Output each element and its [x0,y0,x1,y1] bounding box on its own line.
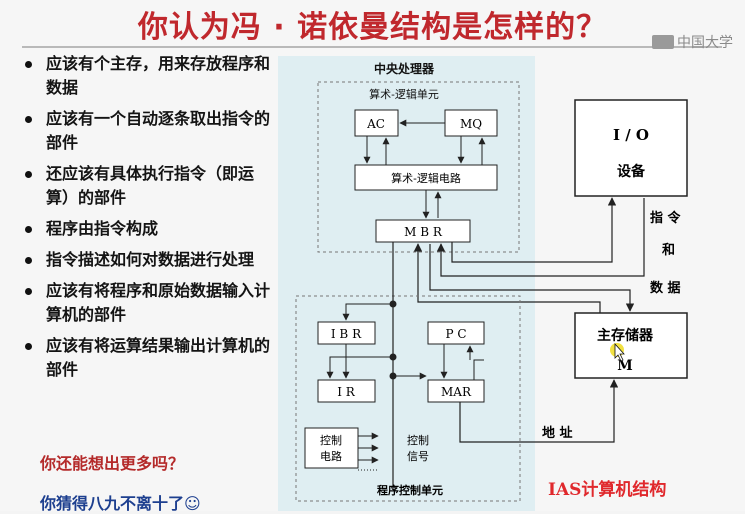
bullet-dot-icon [25,343,32,350]
bullet-dot-icon [25,257,32,264]
bullet-text: 指令描述如何对数据进行处理 [46,250,255,269]
mq-box [444,109,498,137]
ac-label: AC [366,117,385,131]
io-sub-label: 设备 [617,163,646,180]
mar-to-pc-line [473,359,484,380]
control-signal-sub-label: 信号 [407,450,429,463]
ir-box [317,379,376,403]
guess-text: 你猜得八九不离十了☺ [40,494,201,513]
bullet-dot-icon [25,116,32,123]
mq-label: MQ [460,117,482,131]
control-circuit-sub-label: 电路 [320,450,342,463]
instr-data-label-1: 指 令 [650,210,682,226]
bullet-item: 指令描述如何对数据进行处理 [16,248,276,272]
alu-unit-box [317,81,520,253]
control-circuit-label: 控制 [320,433,342,447]
bullet-list: 应该有个主存，用来存放程序和数据 应该有一个自动逐条取出指令的部件 还应该有具体… [16,52,276,389]
logo: 中国大学 [652,33,733,51]
pc-label: P C [445,327,466,341]
bullet-dot-icon [25,61,32,68]
memory-sub-label: M [617,358,633,374]
bullet-dot-icon [25,171,32,178]
ibr-label: I B R [331,327,362,341]
ias-architecture-label: IAS计算机结构 [548,479,666,500]
bullet-item: 应该有个主存，用来存放程序和数据 [16,52,276,100]
ac-box [354,109,399,137]
io-to-mbr-arrow [436,198,645,277]
mbr-label: M B R [404,225,443,239]
bullet-text: 还应该有具体执行指令（即运算）的部件 [46,164,255,207]
program-control-unit-label: 程序控制单元 [377,483,443,497]
bullet-text: 应该有个主存，用来存放程序和数据 [46,54,271,97]
ir-label: I R [337,385,356,399]
alu-circuit-label: 算术-逻辑电路 [391,171,461,185]
bullet-item: 应该有将程序和原始数据输入计算机的部件 [16,279,276,327]
io-label: I / O [613,126,649,144]
bullet-text: 应该有一个自动逐条取出指令的部件 [46,109,271,152]
memory-box [574,312,688,379]
bullet-item: 还应该有具体执行指令（即运算）的部件 [16,162,276,210]
program-control-unit-box [295,295,521,502]
bullet-item: 应该有将运算结果输出计算机的部件 [16,334,276,382]
bullet-dot-icon [25,226,32,233]
bus-to-ir-arrow [326,356,393,379]
bullet-text: 应该有将程序和原始数据输入计算机的部件 [46,281,271,324]
control-signal-label: 控制 [407,433,429,447]
instr-data-label-2: 和 [662,242,675,258]
cpu-label: 中央处理器 [374,61,435,76]
mar-label: MAR [441,385,472,399]
question-text: 你还能想出更多吗？ [40,454,185,473]
memory-to-mbr-arrow [413,243,601,313]
bus-to-ibr-arrow [342,303,393,321]
logo-icon [652,35,674,49]
bullet-item: 应该有一个自动逐条取出指令的部件 [16,107,276,155]
alu-circuit-box [354,164,498,191]
slide-title: 你认为冯 · 诺依曼结构是怎样的？ [137,10,608,45]
instr-data-label-3: 数 据 [650,280,681,296]
bullet-text: 应该有将运算结果输出计算机的部件 [46,336,271,379]
mar-box [427,379,485,403]
mbr-box [375,219,471,243]
title-divider [22,46,722,48]
memory-label: 主存储器 [597,327,654,344]
bullet-text: 程序由指令构成 [46,219,159,238]
mbr-to-io-arrow [451,197,617,263]
pc-box [427,321,485,345]
cursor-icon [614,342,625,362]
address-label: 地 址 [542,425,573,441]
alu-unit-label: 算术-逻辑单元 [369,87,439,101]
mar-to-memory-address-arrow [459,379,619,443]
mbr-to-memory-arrow [429,244,635,312]
bullet-dot-icon [25,288,32,295]
io-box [574,99,688,197]
logo-text: 中国大学 [677,35,733,51]
ias-diagram: 中央处理器 算术-逻辑单元 AC MQ 算术-逻辑电路 M B R I / O … [278,56,688,511]
bullet-item: 程序由指令构成 [16,217,276,241]
